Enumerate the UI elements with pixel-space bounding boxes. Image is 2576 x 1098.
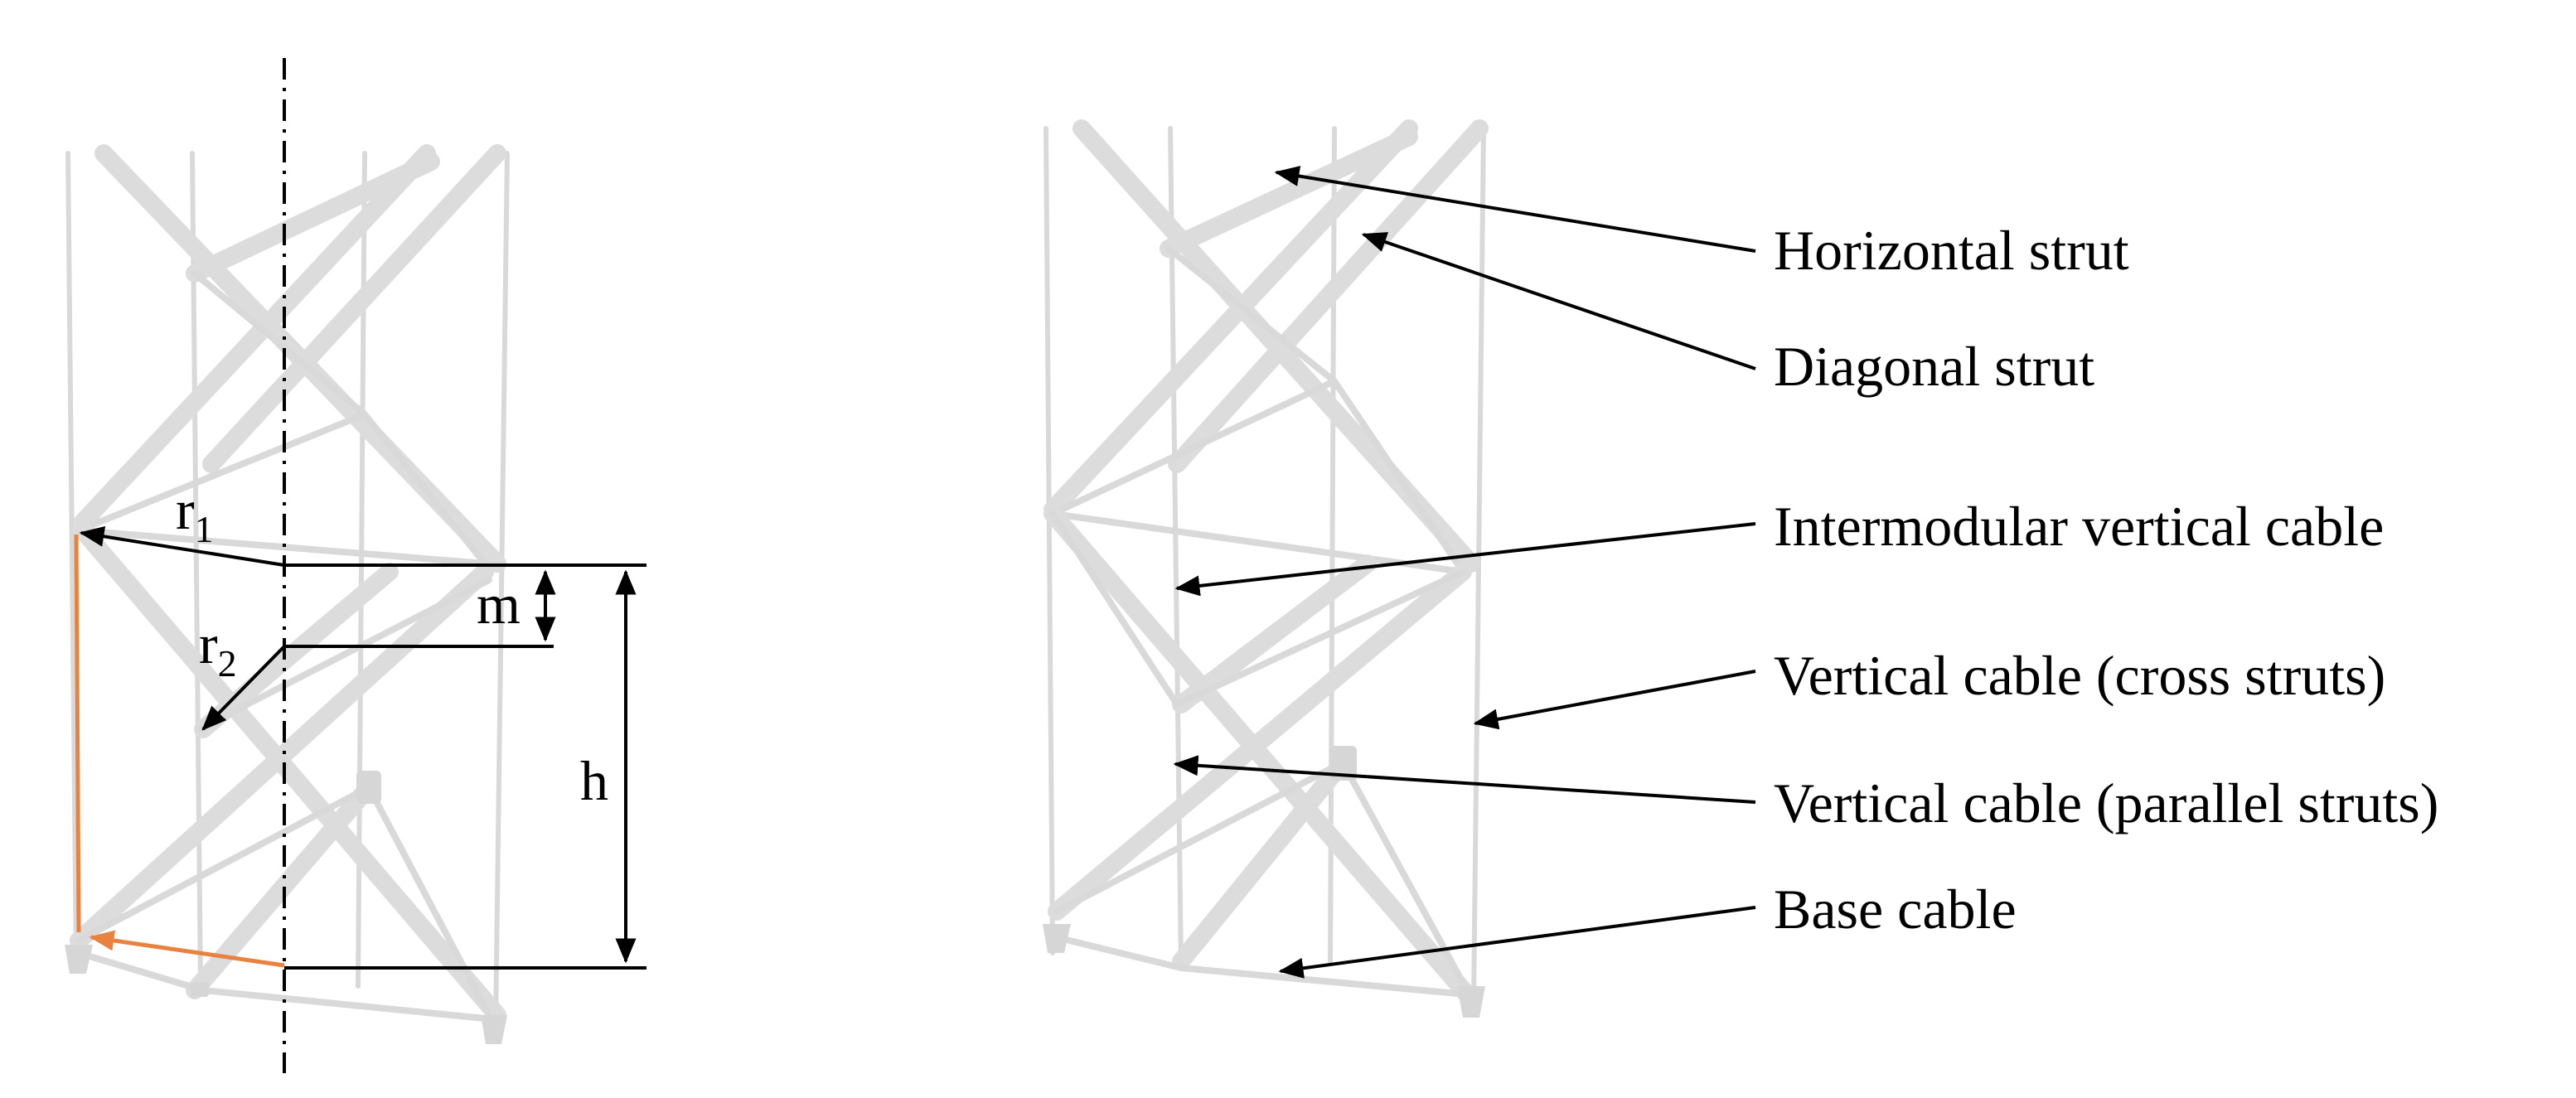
r2-label: r2 <box>199 612 237 684</box>
left-lower-thin <box>75 577 496 1023</box>
left-nodes <box>65 771 507 1044</box>
right-nodes <box>1043 746 1485 1018</box>
right-lower-thin <box>1049 510 1470 998</box>
r1-arrow <box>79 525 285 567</box>
left-lower-struts <box>70 521 506 1024</box>
callout-diagonal-strut: Diagonal strut <box>1774 335 2094 398</box>
leader-vertical-cable-cross <box>1473 670 1756 730</box>
callout-intermodular-vertical-cable: Intermodular vertical cable <box>1774 495 2384 558</box>
right-lower-struts <box>1043 505 1476 1004</box>
callout-leaders <box>1173 166 1756 979</box>
left-upper-thin <box>75 270 488 567</box>
right-tower-structure <box>1043 119 1489 1018</box>
leader-horizontal-strut <box>1274 166 1756 253</box>
callout-horizontal-strut: Horizontal strut <box>1774 219 2129 282</box>
callout-base-cable: Base cable <box>1774 878 2017 941</box>
h-label: h <box>580 749 608 812</box>
right-upper-thin <box>1049 245 1466 575</box>
leader-vertical-cable-parallel <box>1173 755 1756 804</box>
m-label: m <box>477 573 521 636</box>
leader-diagonal-strut <box>1361 232 1756 370</box>
leader-base-cable <box>1278 906 1756 979</box>
r2-arrow <box>201 645 286 731</box>
callout-vertical-cable-parallel: Vertical cable (parallel struts) <box>1774 772 2438 834</box>
callout-labels: Horizontal strut Diagonal strut Intermod… <box>1774 219 2438 941</box>
dimension-annotations <box>79 525 646 970</box>
highlight-cables <box>74 534 285 968</box>
callout-vertical-cable-cross: Vertical cable (cross struts) <box>1774 644 2385 707</box>
r1-label: r1 <box>176 478 214 550</box>
leader-intermodular-vertical-cable <box>1174 522 1756 597</box>
left-tower-structure <box>65 144 510 1044</box>
